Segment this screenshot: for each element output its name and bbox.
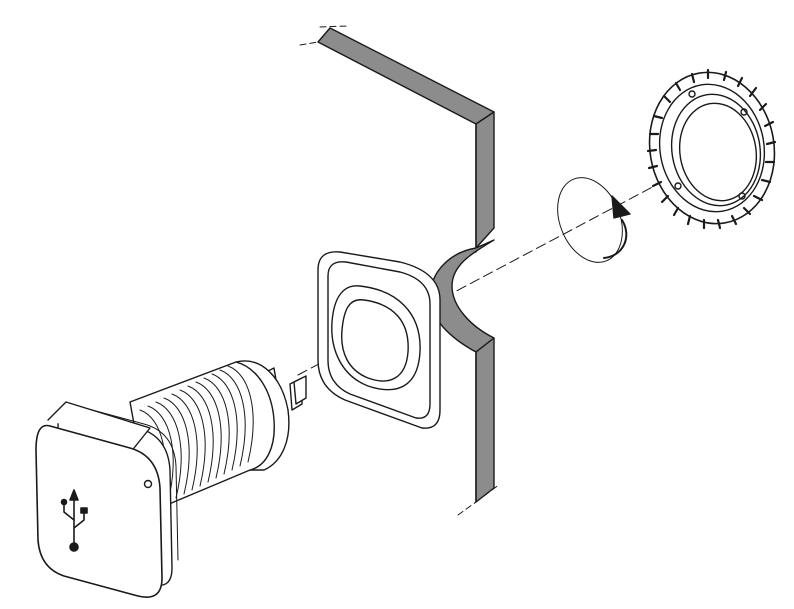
- rotation-arrow: [557, 177, 631, 263]
- mounting-panel: [299, 25, 501, 516]
- usb-socket: [35, 360, 307, 598]
- lock-nut: [646, 68, 777, 230]
- gasket: [317, 251, 441, 429]
- screw-icon: [143, 479, 153, 489]
- barrel-threads: [139, 365, 254, 507]
- front-cover: [35, 424, 163, 598]
- usb-icon: [60, 489, 88, 552]
